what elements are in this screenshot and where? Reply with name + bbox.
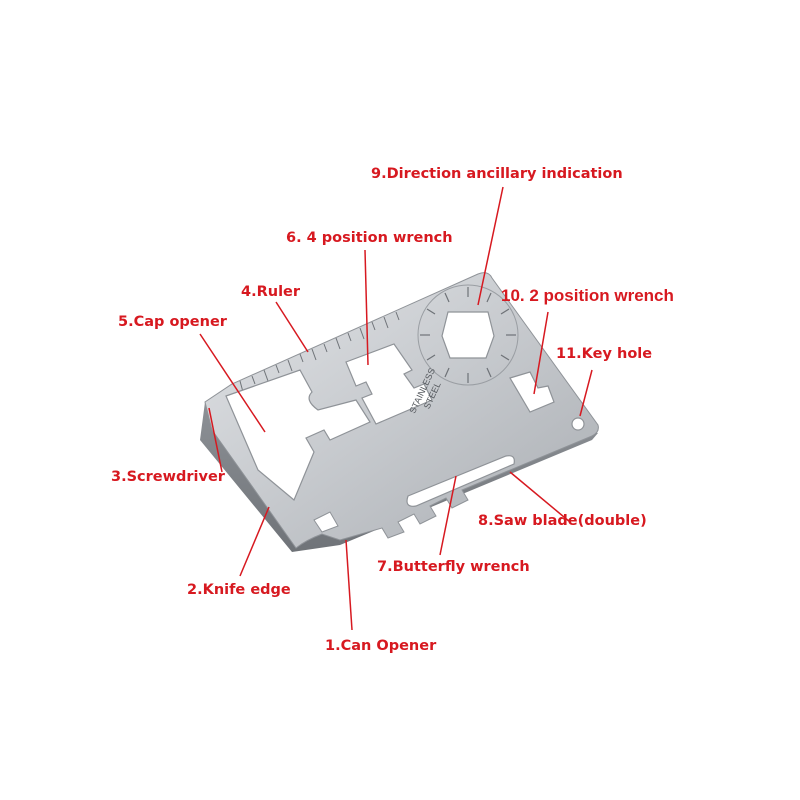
compass-hole-wrench	[441, 311, 495, 359]
compass-ticks	[420, 287, 516, 383]
leader-ruler	[275, 301, 309, 353]
label-cap-opener: 5.Cap opener	[118, 314, 227, 330]
label-can-opener: 1.Can Opener	[325, 638, 437, 654]
label-two-position-wrench: 10. 2 position wrench	[501, 286, 674, 305]
leader-knife-edge	[239, 506, 270, 577]
leader-screwdriver	[208, 407, 223, 473]
leader-key-hole	[579, 369, 593, 417]
ruler-ticks	[239, 311, 400, 393]
cap-opener-cutout	[225, 369, 371, 501]
leader-can-opener	[345, 539, 353, 631]
leader-saw-blade	[509, 471, 571, 523]
leader-butterfly	[439, 475, 457, 556]
leader-lines	[199, 186, 593, 631]
leader-direction	[477, 186, 504, 306]
label-ruler: 4.Ruler	[241, 284, 301, 300]
key-hole-cutout	[571, 417, 585, 431]
leader-two-wrench	[533, 311, 549, 395]
label-four-position-wrench: 6. 4 position wrench	[286, 230, 453, 246]
label-butterfly-wrench: 7.Butterfly wrench	[377, 559, 530, 575]
compass-ring	[417, 284, 519, 386]
label-saw-blade: 8.Saw blade(double)	[478, 513, 647, 529]
label-key-hole: 11.Key hole	[556, 346, 653, 362]
butterfly-wrench-slot	[406, 455, 515, 507]
label-screwdriver: 3.Screwdriver	[111, 469, 225, 485]
leader-four-wrench	[364, 249, 369, 366]
label-direction-indication: 9.Direction ancillary indication	[371, 166, 623, 182]
leader-cap-opener	[199, 333, 266, 433]
label-knife-edge: 2.Knife edge	[187, 582, 291, 598]
two-position-wrench-cutout	[509, 371, 555, 413]
can-opener-notch	[313, 511, 339, 533]
